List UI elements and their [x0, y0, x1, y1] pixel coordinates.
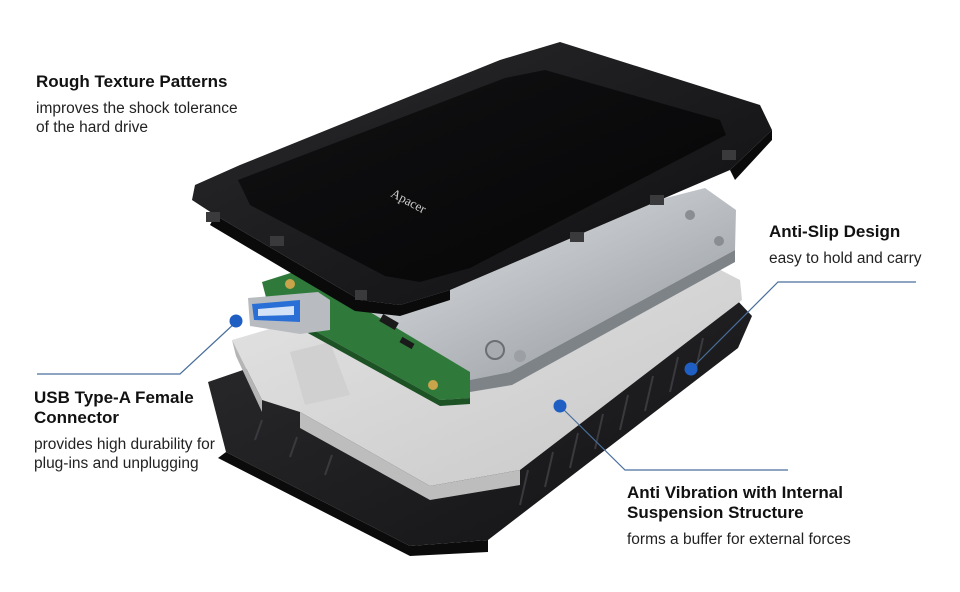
usb-type-a-connector: [248, 292, 330, 334]
callout-rough-texture: Rough Texture Patterns improves the shoc…: [36, 72, 306, 137]
callout-dot-antislip: [684, 362, 698, 376]
callout-anti-vibration: Anti Vibration with Internal Suspension …: [627, 483, 927, 549]
callout-title: Rough Texture Patterns: [36, 72, 228, 91]
callout-title: USB Type-A Female Connector: [34, 388, 194, 427]
callout-description: forms a buffer for external forces: [627, 531, 851, 548]
top-bumper-cover: [192, 42, 772, 316]
callout-dot-usb: [229, 314, 243, 328]
callout-description: easy to hold and carry: [769, 250, 922, 267]
callout-usb-connector: USB Type-A Female Connector provides hig…: [34, 388, 274, 473]
callout-title: Anti-Slip Design: [769, 222, 901, 241]
leader-line-usb: [37, 321, 237, 375]
hard-drive-mechanism: [330, 188, 736, 392]
callout-description: improves the shock tolerance of the hard…: [36, 100, 238, 136]
callout-dot-antivib: [553, 399, 567, 413]
callout-description: provides high durability for plug-ins an…: [34, 436, 215, 472]
leader-line-antivib: [559, 405, 788, 471]
leader-lines: [37, 281, 916, 471]
leader-line-antislip: [691, 281, 916, 369]
callout-anti-slip: Anti-Slip Design easy to hold and carry: [769, 222, 954, 268]
callout-title: Anti Vibration with Internal Suspension …: [627, 483, 843, 522]
